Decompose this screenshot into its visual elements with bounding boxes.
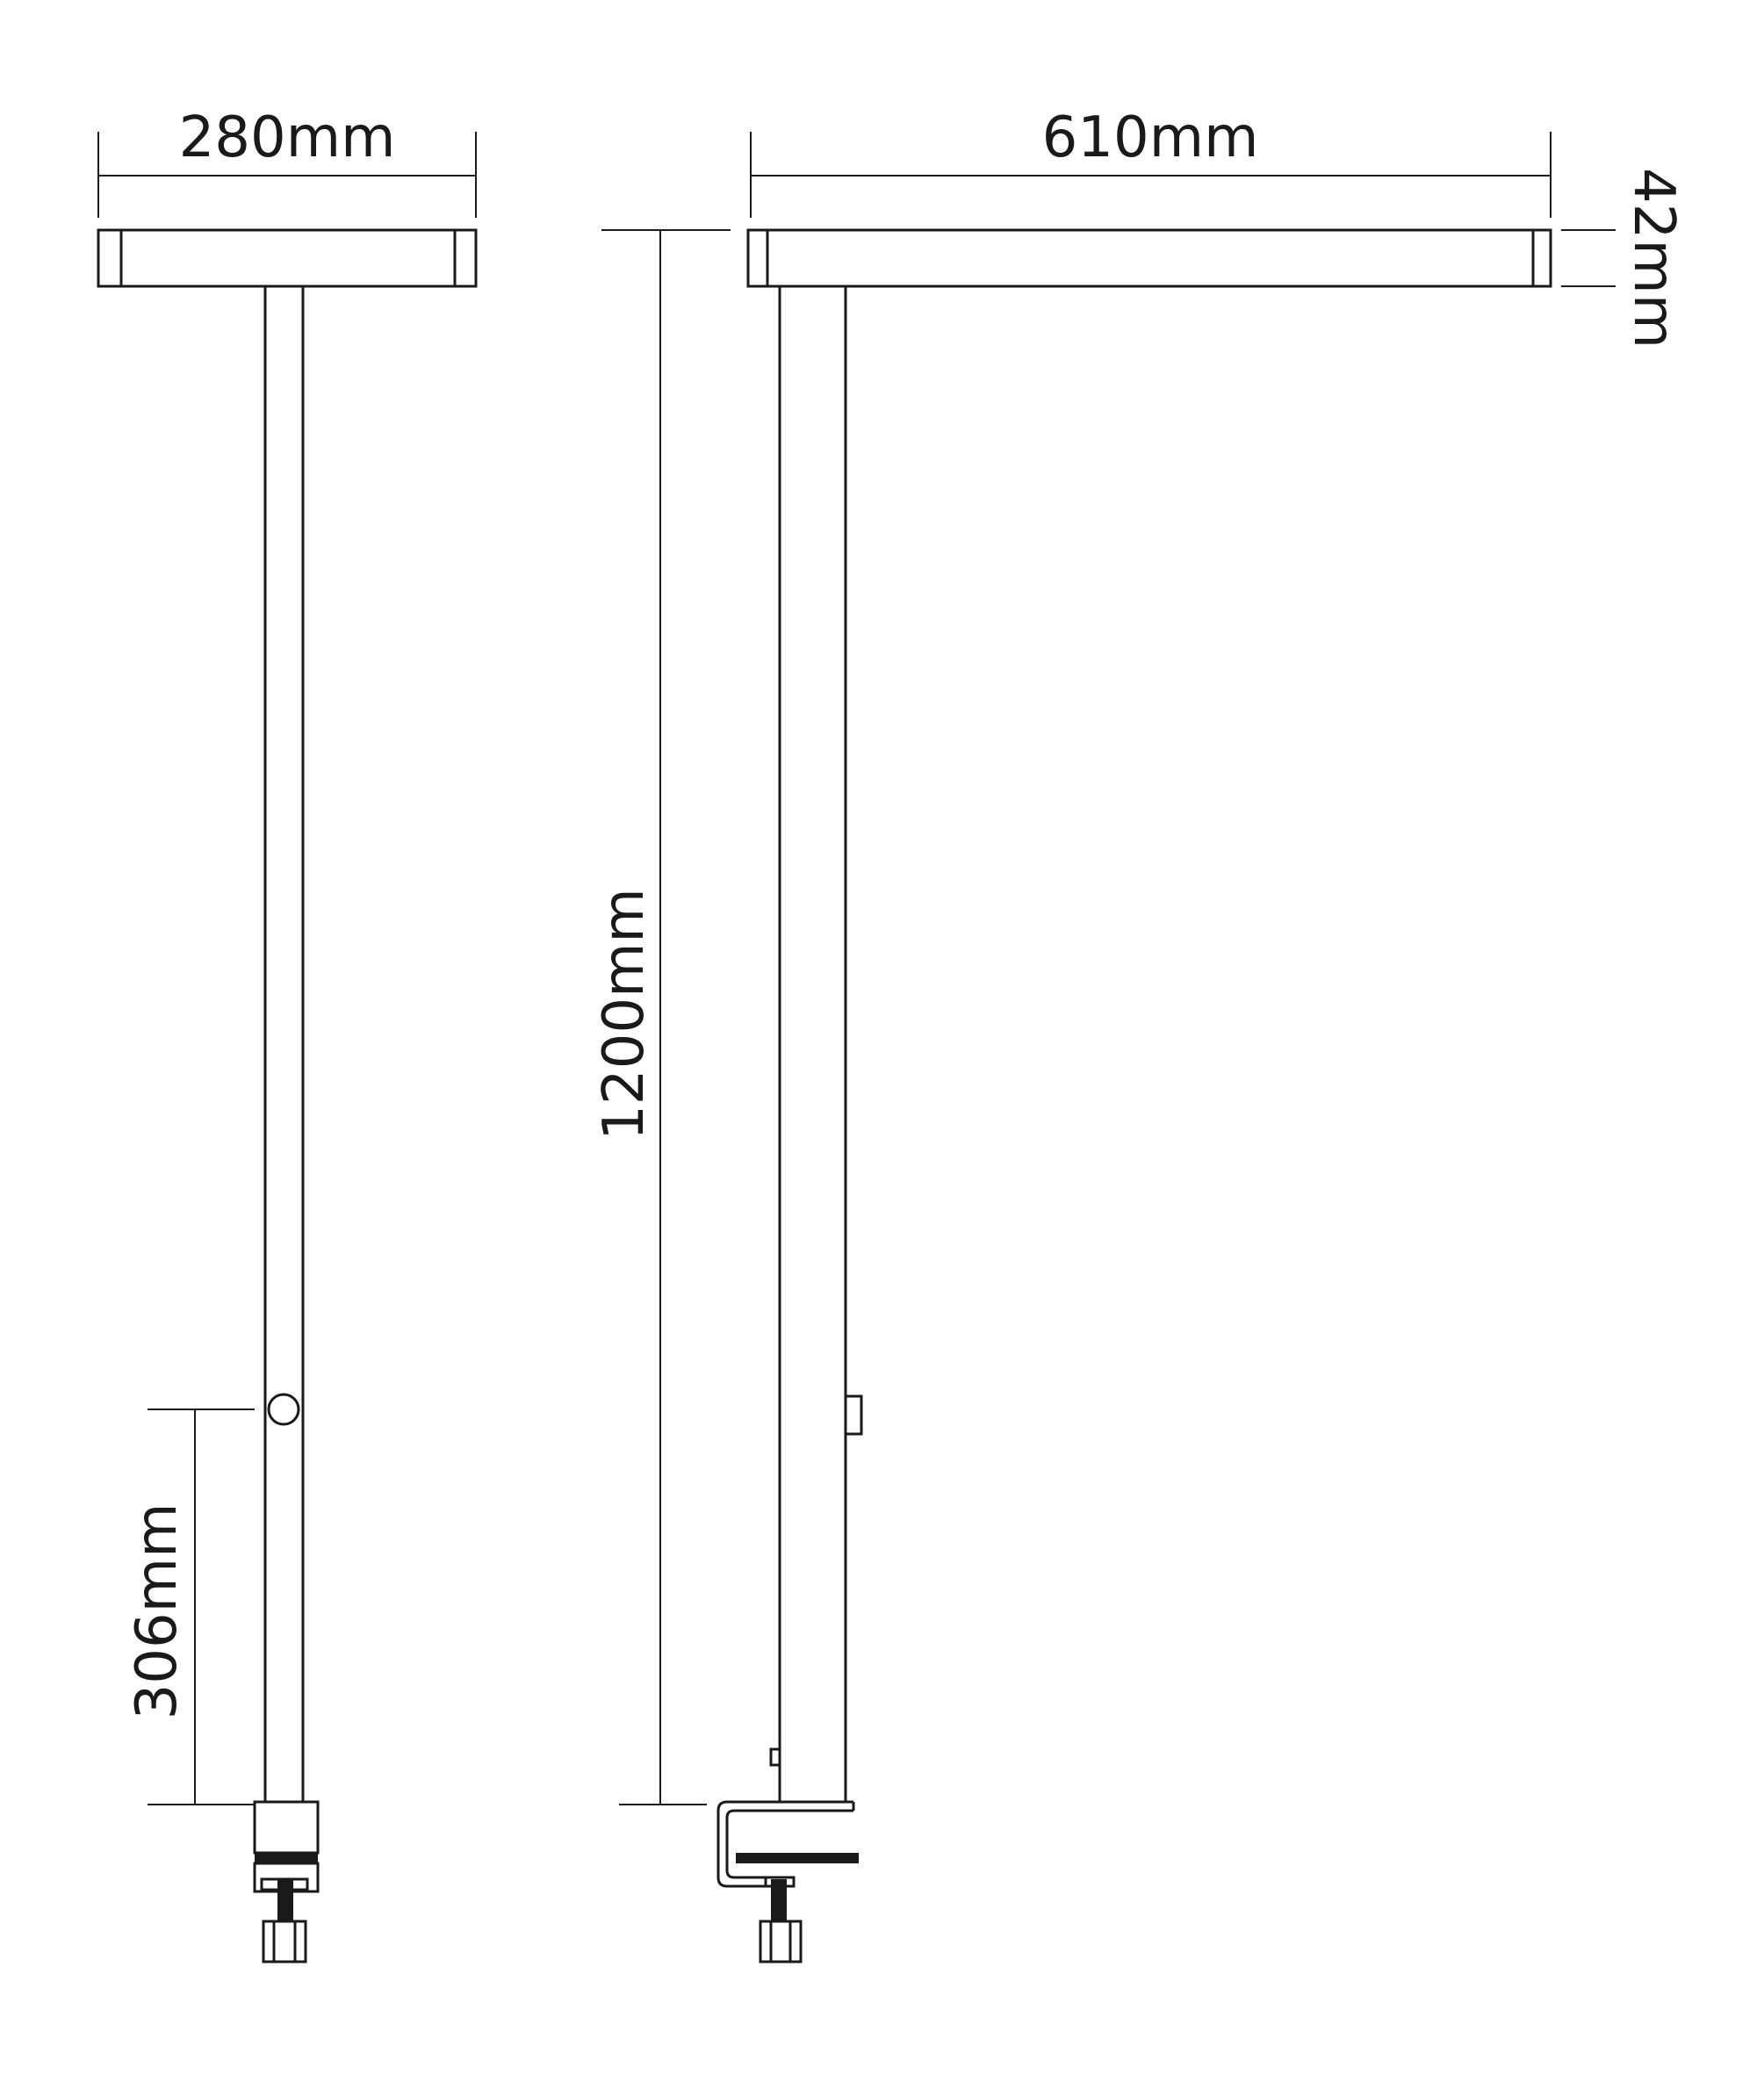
- front-width-label: 280mm: [179, 105, 396, 170]
- switch-height-dimension: [148, 1409, 255, 1805]
- side-clamp: [716, 1800, 859, 1963]
- head-height-dimension: [1561, 229, 1616, 287]
- side-width-dimension: [750, 132, 1552, 218]
- side-switch: [844, 1394, 863, 1436]
- side-view: 610mm 42mm 1200mm: [592, 105, 1686, 1963]
- side-width-label: 610mm: [1042, 105, 1259, 170]
- pole-height-label: 1200mm: [592, 888, 657, 1141]
- switch-height-label: 306mm: [125, 1503, 190, 1720]
- side-pole: [778, 286, 847, 1802]
- front-width-dimension: [97, 132, 477, 218]
- front-pole: [263, 286, 305, 1802]
- side-lamp-head: [746, 228, 1552, 288]
- head-height-label: 42mm: [1621, 168, 1686, 349]
- pole-height-dimension: [601, 229, 731, 1805]
- front-lamp-head: [97, 228, 478, 288]
- front-switch-knob: [267, 1393, 300, 1426]
- front-clamp: [253, 1800, 320, 1963]
- side-tab: [769, 1747, 781, 1767]
- front-view: 280mm 306mm: [97, 105, 478, 1963]
